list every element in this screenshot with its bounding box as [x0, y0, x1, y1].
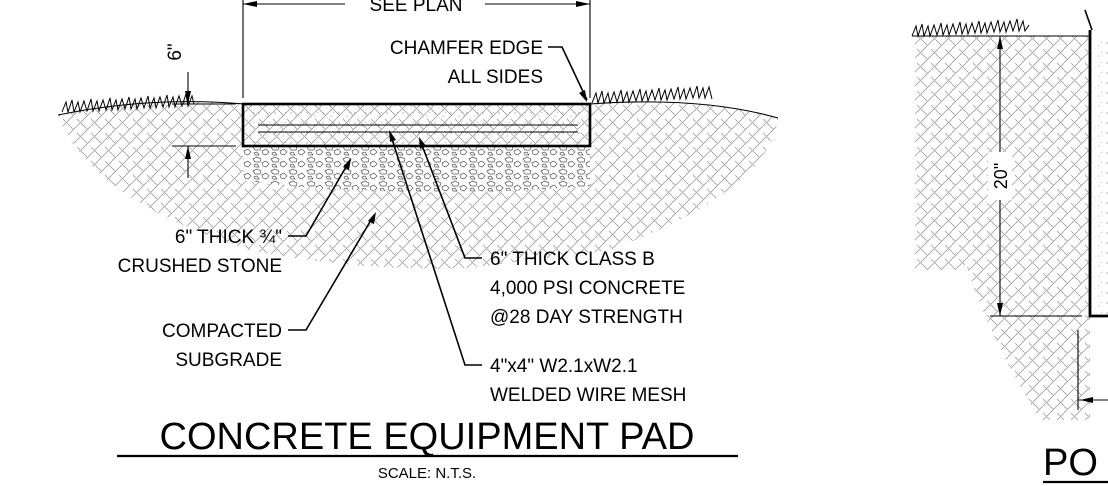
- label-concrete-strength: @28 DAY STRENGTH: [490, 307, 683, 328]
- detail-title-partial: PO: [1043, 442, 1098, 484]
- dim-see-plan: SEE PLAN: [370, 0, 463, 16]
- concrete-pad-detail: SEE PLAN 6" CHAMFER EDGE ALL SIDES 6" TH…: [57, 0, 779, 482]
- post-detail-partial: 20" PO: [911, 9, 1108, 484]
- leader-subgrade: [288, 214, 375, 331]
- leader-stone: [288, 159, 351, 237]
- label-subgrade: SUBGRADE: [175, 350, 282, 371]
- label-mesh-type: WELDED WIRE MESH: [490, 385, 686, 406]
- earth-right: [915, 36, 1090, 420]
- label-concrete-class: 6" THICK CLASS B: [490, 249, 655, 270]
- label-chamfer-edge: CHAMFER EDGE: [390, 38, 543, 59]
- arrow-left: [243, 1, 257, 7]
- label-compacted: COMPACTED: [162, 321, 282, 342]
- dim-thickness: 6": [165, 43, 186, 60]
- leader-chamfer: [548, 46, 588, 101]
- label-all-sides: ALL SIDES: [448, 67, 543, 88]
- grass-right: [911, 18, 1030, 38]
- dim-depth: 20": [991, 163, 1011, 189]
- label-mesh-size: 4"x4" W2.1xW2.1: [490, 356, 638, 377]
- leader-concrete: [419, 139, 482, 259]
- detail-scale: SCALE: N.T.S.: [378, 465, 476, 482]
- grass-tufts: [61, 85, 713, 114]
- label-stone-thickness: 6" THICK ¾": [175, 227, 282, 248]
- detail-title: CONCRETE EQUIPMENT PAD: [160, 416, 695, 458]
- label-crushed-stone: CRUSHED STONE: [118, 256, 282, 277]
- label-concrete-psi: 4,000 PSI CONCRETE: [490, 278, 685, 299]
- arrow-right: [576, 1, 590, 7]
- leader-mesh: [389, 132, 482, 366]
- footing-outline: [1088, 30, 1108, 318]
